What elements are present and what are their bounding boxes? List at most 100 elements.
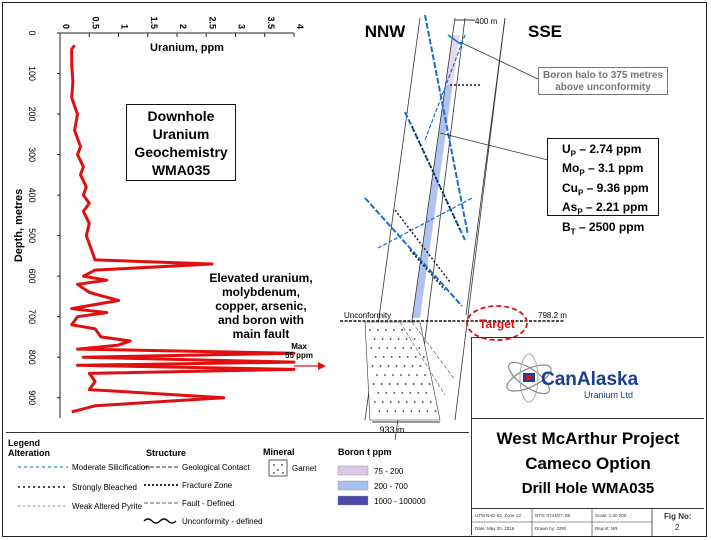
note-line-3: copper, arsenic,	[215, 299, 307, 313]
project-title-panel: West McArthur Project Cameco Option Dril…	[471, 418, 704, 508]
unconformity-depth: 798.2 m	[538, 311, 567, 320]
garnet-dot	[381, 338, 384, 340]
logo-orbit-2	[508, 361, 550, 395]
garnet-dot	[419, 365, 422, 367]
assay-subscript: P	[577, 207, 583, 217]
mineral-item-1: Garnet	[292, 464, 317, 473]
y-tick-label: 100	[27, 66, 37, 81]
garnet-dot	[388, 383, 391, 385]
garnet-dot	[387, 365, 390, 367]
assay-value: – 2500 ppm	[575, 219, 645, 234]
fault-2	[404, 111, 466, 241]
garnet-dot	[385, 329, 387, 331]
assay-value: – 3.1 ppm	[584, 161, 644, 176]
garnet-dot	[381, 401, 384, 403]
garnet-dot	[434, 410, 437, 412]
garnet-dot	[404, 383, 407, 385]
logo-flag-red	[526, 375, 532, 380]
garnet-dot	[410, 410, 413, 412]
garnet-dot	[390, 356, 393, 358]
note-line-4: and boron with	[218, 313, 304, 327]
garnet-dot	[405, 401, 408, 403]
garnet-dot	[394, 410, 397, 412]
x-tick-label: 0	[61, 24, 71, 29]
boron-halo-callout: Boron halo to 375 metres above unconform…	[538, 67, 668, 95]
garnet-dot	[395, 365, 398, 367]
garnet-dot	[402, 410, 405, 412]
boron-item-3: 1000 - 100000	[374, 497, 426, 506]
garnet-dot	[429, 401, 432, 403]
garnet-dot	[372, 383, 375, 385]
assay-element: U	[562, 142, 571, 156]
chart-marks	[70, 44, 326, 414]
y-tick-label: 300	[27, 147, 37, 162]
boron-swatch-2	[337, 480, 369, 491]
boron-zone-mid	[413, 85, 452, 318]
garnet-dot	[412, 383, 415, 385]
logo-panel: CanAlaska Uranium Ltd	[471, 337, 704, 418]
garnet-dot	[418, 347, 421, 349]
halo-line-1: Boron halo to 375 metres	[542, 70, 664, 81]
fault-5	[424, 34, 466, 141]
title-line-2: Uranium	[152, 126, 210, 142]
fault-6	[447, 34, 463, 46]
assay-row: CuP – 9.36 ppm	[562, 181, 658, 200]
x-tick-label: 3	[237, 24, 247, 29]
target-ellipse	[466, 305, 528, 341]
garnet-dot	[382, 356, 385, 358]
garnet-dot	[386, 410, 389, 412]
garnet-dot	[409, 329, 411, 331]
title-line-3: Geochemistry	[134, 144, 228, 160]
garnet-dot	[418, 410, 421, 412]
garnet-dot	[417, 392, 420, 394]
garnet-dot	[389, 338, 392, 340]
garnet-dot	[426, 410, 429, 412]
basement-fault-2	[411, 321, 456, 381]
meta-fig-no: 2	[675, 523, 680, 532]
garnet-zone	[364, 321, 441, 421]
garnet-dot	[411, 365, 414, 367]
garnet-dot	[374, 356, 377, 358]
structure-item-4: Unconformity - defined	[182, 517, 263, 526]
y-tick-label: 800	[27, 350, 37, 365]
garnet-dot	[378, 410, 381, 412]
note-line-5: main fault	[232, 327, 290, 341]
garnet-dot	[384, 374, 386, 376]
title-line-4: WMA035	[151, 162, 211, 178]
garnet-dot	[406, 356, 409, 358]
logo-sub: Uranium Ltd	[584, 390, 633, 400]
garnet-dot	[369, 329, 371, 331]
assay-element: Mo	[562, 161, 580, 176]
alteration-item-3: Weak Altered Pyrite	[72, 502, 143, 511]
logo-orbit-1	[506, 364, 552, 392]
x-tick-label: 1.5	[149, 16, 159, 29]
x-tick-label: 0.5	[90, 16, 100, 29]
unconformity-symbol	[143, 518, 177, 524]
max-arrow-head	[318, 362, 326, 370]
legend: Legend Alteration Moderate Silicificatio…	[6, 432, 469, 534]
garnet-dot	[389, 401, 392, 403]
y-tick-label: 0	[27, 30, 37, 35]
project-line-2: Cameco Option	[525, 454, 651, 473]
legend-symbols	[18, 459, 369, 524]
mineral-title: Mineral	[263, 447, 295, 457]
garnet-dot	[396, 383, 399, 385]
garnet-dot	[416, 374, 418, 376]
garnet-dot	[401, 329, 403, 331]
x-tick-label: 3.5	[266, 16, 276, 29]
max-line-1: Max	[291, 342, 307, 351]
unconformity-label: Unconformity	[344, 311, 391, 320]
section-label-nnw: NNW	[365, 22, 407, 41]
boron-swatch-3	[337, 495, 369, 506]
structure-item-3: Fault - Defined	[182, 499, 235, 508]
garnet-dot	[425, 392, 428, 394]
garnet-dot	[377, 392, 380, 394]
bottom-depth-label: 933 m	[379, 425, 404, 435]
y-axis-label: Depth, metres	[13, 189, 25, 262]
garnet-dot	[371, 365, 374, 367]
garnet-dots	[369, 329, 437, 412]
basement-fault-1	[399, 321, 446, 396]
section-label-sse: SSE	[528, 22, 562, 41]
garnet-dot	[394, 347, 397, 349]
